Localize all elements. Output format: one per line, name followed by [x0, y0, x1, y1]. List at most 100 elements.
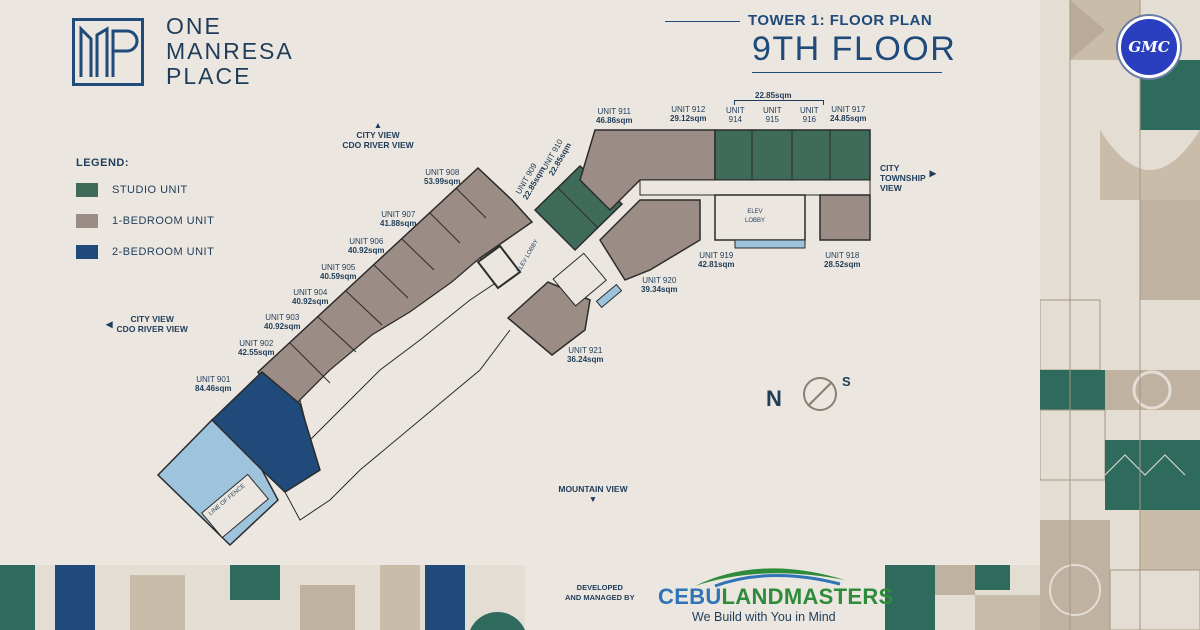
- ground-outline: [284, 329, 511, 521]
- unit-918-name: UNIT 918: [825, 251, 860, 260]
- brand-line-1: ONE: [166, 13, 222, 39]
- legend-item-1-bedroom: 1-BEDROOM UNIT: [76, 214, 214, 228]
- legend-swatch-studio: [76, 183, 98, 197]
- unit-917-area: 24.85sqm: [830, 114, 867, 123]
- legend-label-studio: STUDIO UNIT: [112, 184, 188, 196]
- west-arrow-icon: ◀: [106, 319, 113, 329]
- legend-item-2-bedroom: 2-BEDROOM UNIT: [76, 245, 214, 259]
- view-east-line1: CITY: [880, 163, 900, 173]
- legend-title: LEGEND:: [76, 157, 129, 169]
- unit-915-num: 915: [765, 115, 780, 124]
- unit-916-name: UNIT: [800, 106, 819, 115]
- unit-908-area: 53.99sqm: [424, 177, 461, 186]
- east-lobby-glass: [734, 239, 806, 249]
- view-south-label: MOUNTAIN VIEW: [558, 484, 628, 494]
- brand-logo-mark: [79, 25, 139, 77]
- south-arrow-icon: ▼: [588, 494, 598, 504]
- legend-swatch-2-bedroom: [76, 245, 98, 259]
- unit-902-area: 42.55sqm: [238, 348, 275, 357]
- shared-area-label: 22.85sqm: [755, 91, 792, 100]
- view-north-line2: CDO RIVER VIEW: [342, 140, 414, 150]
- developer-tagline: We Build with You in Mind: [692, 610, 836, 624]
- unit-905-area: 40.59sqm: [320, 272, 357, 281]
- unit-920-name: UNIT 920: [642, 276, 677, 285]
- unit-912-name: UNIT 912: [671, 105, 706, 114]
- unit-907-name: UNIT 907: [381, 210, 416, 219]
- unit-916-num: 916: [802, 115, 817, 124]
- developer-line1: DEVELOPED: [576, 583, 623, 592]
- unit-918-1-bedroom: [819, 194, 871, 241]
- unit-906-name: UNIT 906: [349, 237, 384, 246]
- view-east: CITY TOWNSHIP VIEW ▶: [880, 163, 936, 193]
- title-rule-bottom: [752, 72, 942, 73]
- east-corridor: [639, 179, 871, 196]
- decorative-pattern-bottom-left: [0, 565, 525, 630]
- developer-line2: AND MANAGED BY: [565, 593, 635, 602]
- studio-dividers: [751, 130, 831, 180]
- gmc-badge: GMC: [1118, 16, 1180, 78]
- view-east-line2: TOWNSHIP: [880, 173, 926, 183]
- view-east-line3: VIEW: [880, 183, 902, 193]
- brand-name: ONE MANRESA PLACE: [166, 14, 294, 89]
- units-919-920-1-bedroom: [599, 199, 701, 281]
- title-rule-top: [665, 21, 740, 22]
- glass-panel-921: [595, 283, 623, 309]
- developer-credit: DEVELOPED AND MANAGED BY: [565, 583, 635, 603]
- shared-area-bracket: [734, 100, 824, 105]
- unit-908-name: UNIT 908: [425, 168, 460, 177]
- unit-911-name: UNIT 911: [597, 107, 631, 116]
- developer-name-a: CEBU: [658, 584, 722, 609]
- unit-915-name: UNIT: [763, 106, 782, 115]
- view-west-line1: CITY VIEW: [130, 314, 174, 324]
- compass-icon: [803, 377, 837, 411]
- legend-swatch-1-bedroom: [76, 214, 98, 228]
- unit-907-area: 41.88sqm: [380, 219, 417, 228]
- unit-903-area: 40.92sqm: [264, 322, 301, 331]
- unit-919-area: 42.81sqm: [698, 260, 735, 269]
- unit-911-area: 46.86sqm: [596, 116, 633, 125]
- decorative-pattern-right: [1040, 0, 1200, 630]
- floor-title: 9TH FLOOR: [752, 30, 957, 68]
- unit-914-num: 914: [728, 115, 743, 124]
- legend-label-1-bedroom: 1-BEDROOM UNIT: [112, 215, 215, 227]
- view-south: MOUNTAIN VIEW ▼: [548, 484, 638, 504]
- north-arrow-icon: ▲: [373, 120, 383, 130]
- brand-line-2: MANRESA: [166, 38, 294, 64]
- elevator-lobby-east: [714, 194, 806, 241]
- unit-dividers: [289, 187, 487, 384]
- view-west-line2: CDO RIVER VIEW: [116, 324, 188, 334]
- developer-name: CEBULANDMASTERS: [658, 584, 894, 610]
- unit-921-1-bedroom: [506, 281, 591, 356]
- floor-plan: [156, 129, 871, 547]
- developer-name-b: LANDMASTERS: [721, 584, 894, 609]
- legend-item-studio: STUDIO UNIT: [76, 183, 188, 197]
- view-north: ▲ CITY VIEW CDO RIVER VIEW: [338, 120, 418, 150]
- east-arrow-icon: ▶: [929, 168, 937, 178]
- view-north-line1: CITY VIEW: [356, 130, 400, 140]
- unit-904-area: 40.92sqm: [292, 297, 329, 306]
- unit-921-area: 36.24sqm: [567, 355, 604, 364]
- units-911-912-1-bedroom: [579, 129, 716, 212]
- brand-logo: [72, 18, 144, 86]
- view-west: ◀ CITY VIEW CDO RIVER VIEW: [106, 314, 196, 334]
- unit-902-name: UNIT 902: [239, 339, 274, 348]
- unit-918-area: 28.52sqm: [824, 260, 861, 269]
- unit-905-name: UNIT 905: [321, 263, 356, 272]
- unit-901-name: UNIT 901: [196, 375, 231, 384]
- unit-912-area: 29.12sqm: [670, 114, 707, 123]
